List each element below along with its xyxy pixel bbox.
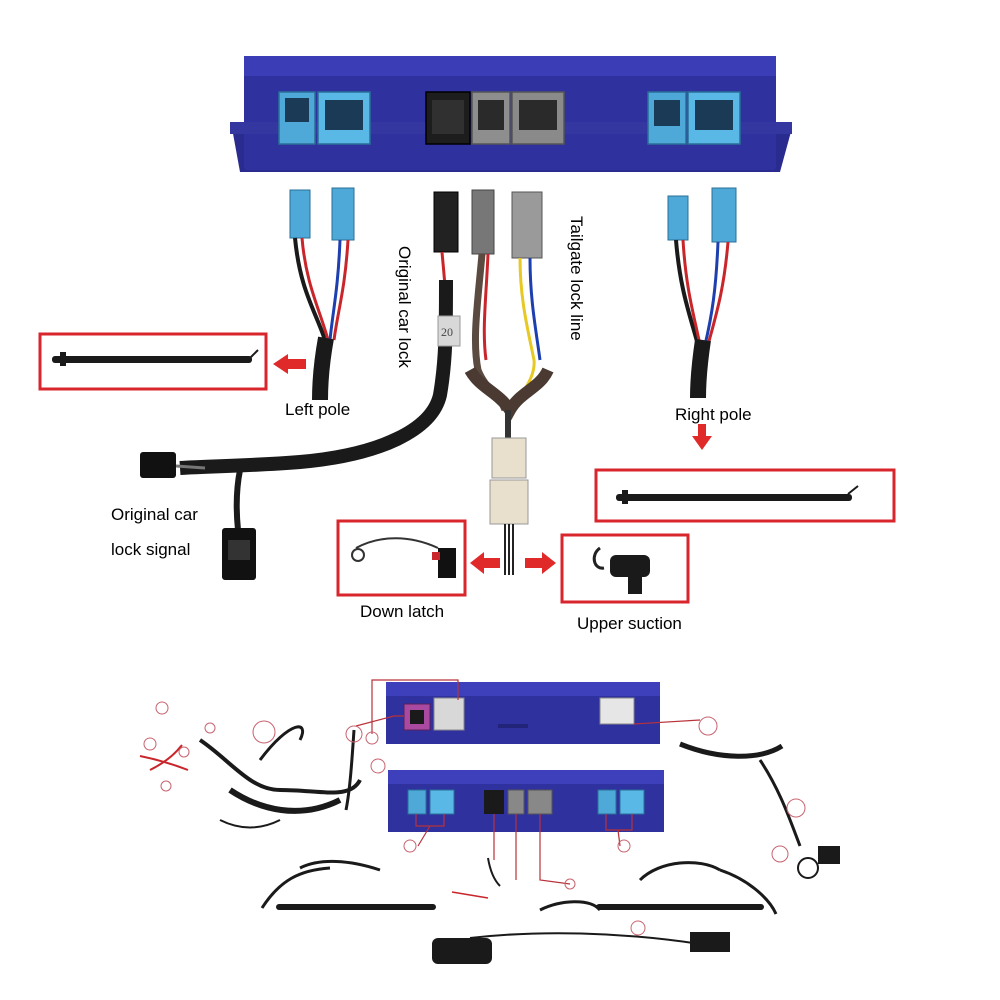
original-car-lock-label: Original car lock <box>395 246 414 368</box>
connector-guide-lines <box>355 679 701 885</box>
arrow-right-icon <box>525 552 556 574</box>
upper-suction-label: Upper suction <box>577 614 682 633</box>
original-car-lock-cable: 20 <box>140 191 461 580</box>
left-harness-circles <box>143 701 386 792</box>
upper-suction-callout <box>560 533 690 604</box>
right-pole-label: Right pole <box>675 405 752 424</box>
right-pole-ports <box>647 91 741 145</box>
bottom-center-components <box>403 839 730 964</box>
arrow-left-icon <box>273 354 306 374</box>
down-latch-callout <box>336 519 467 597</box>
tailgate-lock-line-label: Tailgate lock line <box>567 216 586 341</box>
original-car-lock-signal-label-line2: lock signal <box>111 540 191 559</box>
center-ports <box>425 91 565 145</box>
arrow-left-icon <box>470 552 500 574</box>
right-pole-callout <box>594 468 896 523</box>
right-harness-bundle <box>679 741 840 879</box>
left-harness-bundle <box>139 725 362 829</box>
cable-tag: 20 <box>441 325 453 339</box>
tailgate-lock-line-cable <box>464 189 554 575</box>
right-harness-circles <box>698 716 806 863</box>
arrow-down-icon <box>692 424 712 450</box>
right-pole-harness <box>667 187 737 399</box>
bottom-right-pole <box>596 861 778 915</box>
left-pole-callout <box>38 332 268 391</box>
original-car-lock-signal-label-line1: Original car <box>111 505 198 524</box>
control-module-bottom-lower <box>388 770 664 832</box>
control-module-top <box>230 56 792 172</box>
left-pole-harness <box>289 187 355 401</box>
bottom-left-pole <box>260 860 436 910</box>
left-pole-ports <box>278 91 371 145</box>
control-module-bottom-upper <box>386 682 660 744</box>
left-pole-label: Left pole <box>285 400 351 419</box>
down-latch-label: Down latch <box>360 602 445 621</box>
